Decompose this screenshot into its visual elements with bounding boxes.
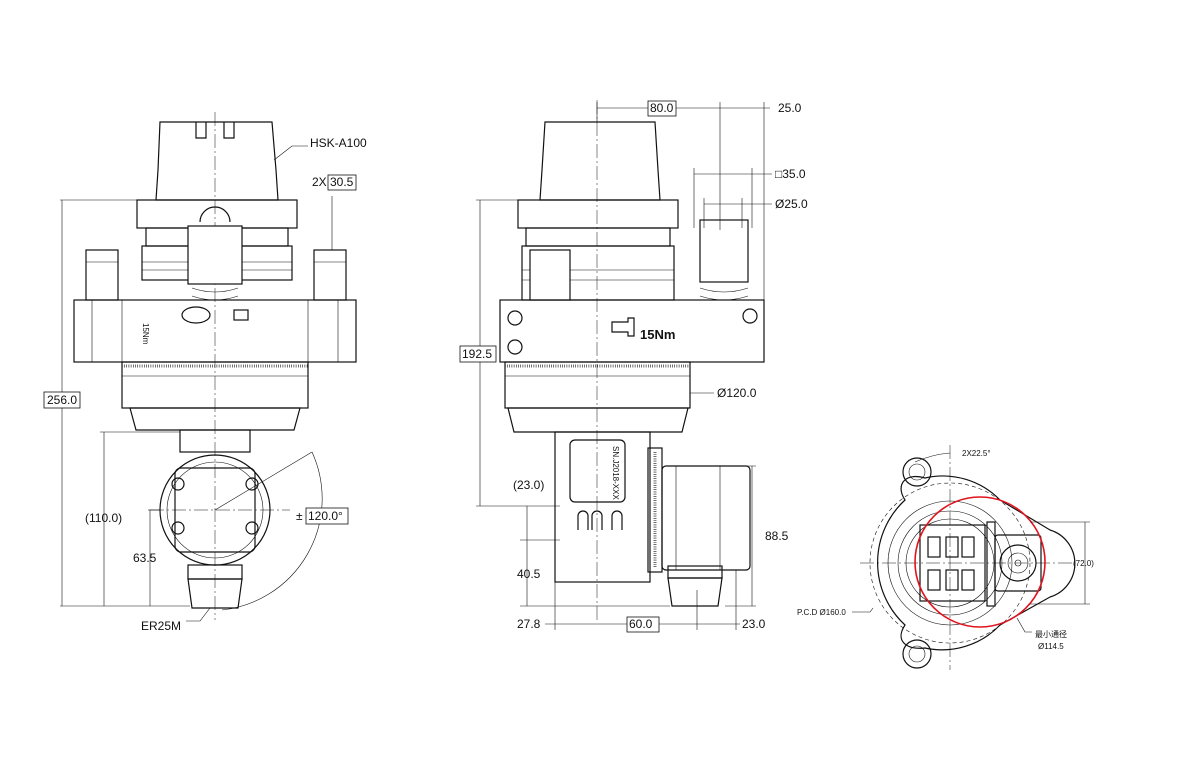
dim-30-5: 30.5: [330, 175, 354, 189]
min-bore-dia: Ø114.5: [1038, 642, 1064, 651]
angle-prefix: ±: [296, 509, 303, 523]
nameplate-serial: SN.J2018-XXX: [611, 446, 620, 500]
count-2x: 2X: [312, 175, 327, 189]
dim-63-5: 63.5: [133, 551, 157, 565]
dim-angle-120: 120.0°: [308, 509, 343, 523]
dim-72: (72.0): [1073, 559, 1094, 568]
dim-square-35: □35.0: [775, 167, 806, 181]
dim-dia-25: Ø25.0: [775, 197, 808, 211]
side-torque-label: 15Nm: [640, 327, 675, 342]
bottom-view: 2X22.5° (72.0) P.C.D Ø160.0 最小通径 Ø114.5: [797, 445, 1094, 670]
dim-192-5: 192.5: [462, 347, 492, 361]
dim-80: 80.0: [650, 101, 674, 115]
front-torque-label: 15Nm: [141, 323, 150, 345]
angle-22-5: 2X22.5°: [962, 449, 991, 458]
side-view: 15Nm SN.J2018-XXX 80.0 25.0 □35.0 Ø25.0 …: [459, 100, 808, 633]
dim-dia-120: Ø120.0: [717, 386, 757, 400]
min-bore-label: 最小通径: [1035, 629, 1067, 639]
hsk-label: HSK-A100: [310, 136, 367, 150]
collet-label: ER25M: [141, 619, 181, 633]
front-view: 15Nm 256.0 (110.0) 63.5 2X 30.5: [43, 112, 367, 633]
dim-110: (110.0): [85, 511, 122, 525]
dim-40-5: 40.5: [517, 567, 541, 581]
min-bore-circle: [914, 496, 1046, 628]
dim-60: 60.0: [629, 617, 653, 631]
dim-25: 25.0: [778, 101, 802, 115]
dim-88-5: 88.5: [765, 529, 789, 543]
dim-23-paren: (23.0): [513, 478, 544, 492]
dim-256: 256.0: [47, 393, 77, 407]
dim-23: 23.0: [742, 617, 766, 631]
dim-27-8: 27.8: [517, 617, 541, 631]
pcd-label: P.C.D Ø160.0: [797, 608, 846, 617]
